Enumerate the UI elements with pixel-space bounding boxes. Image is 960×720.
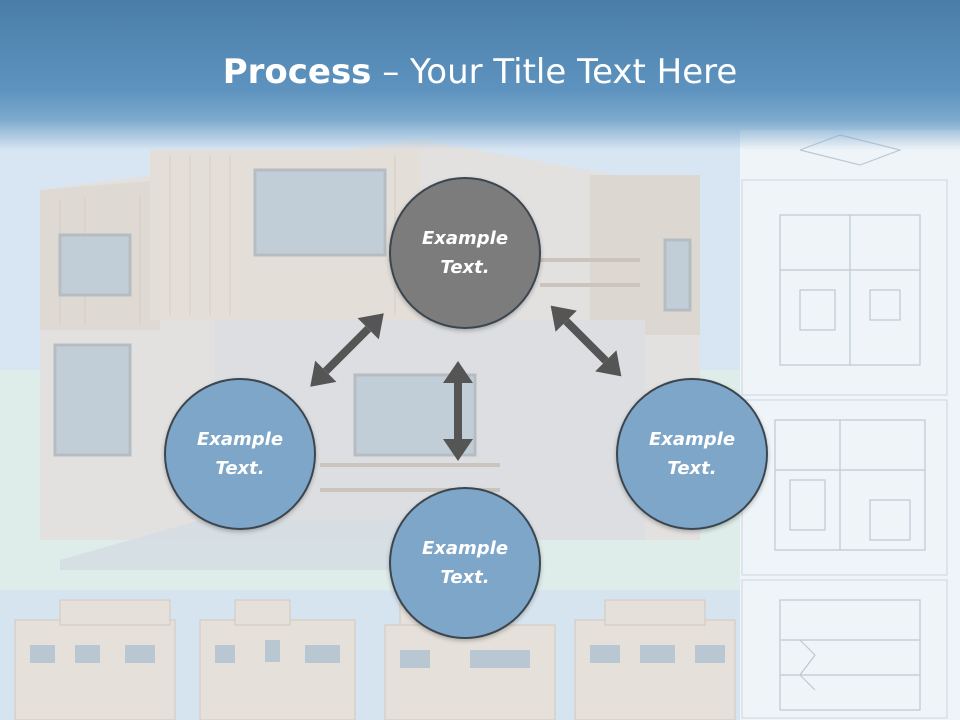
house-windows: [53, 168, 692, 457]
node-bottom-label: Example Text.: [421, 538, 509, 588]
node-right-label: Example Text.: [648, 429, 736, 479]
title-rest: – Your Title Text Here: [371, 52, 738, 92]
process-node-bottom: Example Text.: [389, 487, 541, 639]
node-left-label: Example Text.: [196, 429, 284, 479]
node-top-label: Example Text.: [421, 228, 509, 278]
process-node-right: Example Text.: [616, 378, 768, 530]
process-node-top: Example Text.: [389, 177, 541, 329]
arrow-group: [310, 305, 622, 461]
arrow-vertical: [443, 361, 473, 461]
title-strong: Process: [222, 52, 372, 92]
title-bar: [0, 0, 960, 150]
arrow-top-left: [310, 313, 384, 387]
arrow-top-right: [550, 305, 622, 377]
slide-title: Process – Your Title Text Here: [0, 52, 960, 92]
process-node-left: Example Text.: [164, 378, 316, 530]
